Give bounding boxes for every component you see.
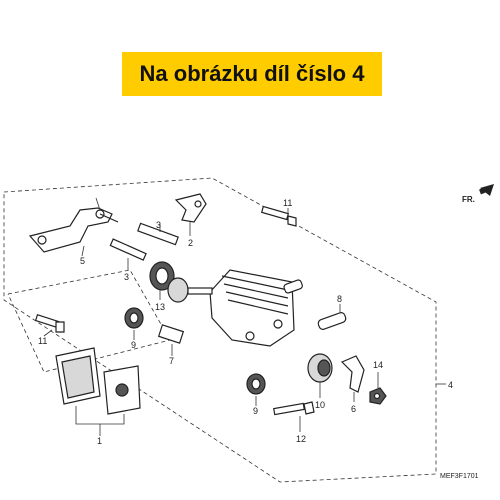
- callout-10: 10: [315, 400, 325, 410]
- part-9-boot-upper: [124, 307, 144, 329]
- callout-14: 14: [373, 360, 383, 370]
- part-14-nut: [369, 387, 387, 405]
- assembly-border: [3, 177, 437, 483]
- callout-9-upper: 9: [131, 340, 136, 350]
- part-12-bolt: [273, 401, 315, 416]
- part-1-pads: [55, 347, 141, 415]
- part-8-bleeder: [317, 312, 347, 330]
- callout-3-upper: 3: [156, 220, 161, 230]
- callout-12: 12: [296, 434, 306, 444]
- callout-11-left: 11: [38, 336, 47, 346]
- callout-5: 5: [80, 256, 85, 266]
- leader-lines: [43, 197, 446, 436]
- part-10-cap: [307, 353, 333, 383]
- piston: [167, 277, 213, 303]
- callout-11-top: 11: [283, 198, 292, 208]
- orientation-label: FR.: [462, 195, 475, 204]
- part-7-sleeve: [157, 324, 185, 344]
- callout-8: 8: [337, 294, 342, 304]
- part-banner: Na obrázku díl číslo 4: [122, 52, 382, 96]
- callouts: 1 2 3 3 4 5 6 7 8 9 9 10 11 11 12 13 14: [38, 198, 453, 446]
- callout-3-lower: 3: [124, 272, 129, 282]
- callout-1: 1: [97, 436, 102, 446]
- part-9-boot-lower: [246, 373, 266, 395]
- callout-2: 2: [188, 238, 193, 248]
- callout-7: 7: [169, 356, 174, 366]
- part-3-bolt-lower: [109, 238, 147, 261]
- callout-6: 6: [351, 404, 356, 414]
- caliper-body: [209, 269, 303, 347]
- part-11-bolt-left: [34, 313, 65, 333]
- part-11-bolt-top: [260, 205, 297, 227]
- part-13-seal: [149, 261, 175, 291]
- part-6-spring: [340, 355, 365, 393]
- part-2-retainer: [174, 193, 207, 223]
- part-5-bracket: [28, 207, 119, 253]
- front-arrow-icon: [479, 184, 494, 196]
- diagram-code: MEF3F1701: [440, 473, 479, 480]
- part-3-pin-upper: [137, 222, 179, 246]
- callout-4: 4: [448, 380, 453, 390]
- callout-9-lower: 9: [253, 406, 258, 416]
- callout-13: 13: [155, 302, 165, 312]
- banner-text: Na obrázku díl číslo 4: [139, 61, 365, 86]
